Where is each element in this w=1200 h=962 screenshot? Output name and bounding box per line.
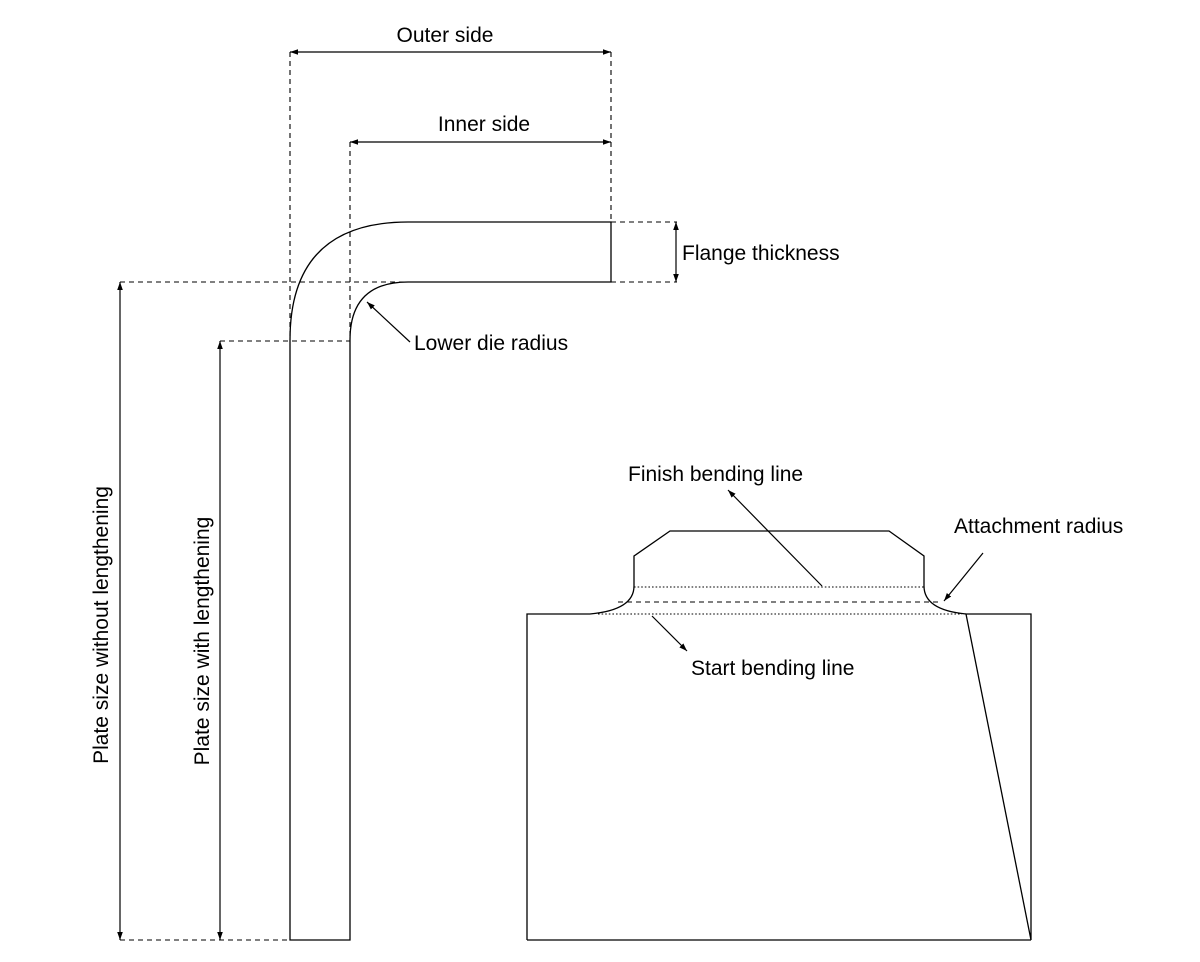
attachment-radius-label: Attachment radius bbox=[954, 515, 1123, 538]
finish-bending-line-label: Finish bending line bbox=[628, 463, 803, 486]
bending-lines bbox=[598, 586, 962, 615]
plate-without-lengthening-dimension: Plate size without lengthening bbox=[90, 282, 123, 940]
inner-side-dimension: Inner side bbox=[350, 113, 611, 145]
inner-side-label: Inner side bbox=[438, 113, 530, 136]
plate-with-lengthening-label: Plate size with lengthening bbox=[191, 517, 214, 766]
flange-thickness-dimension: Flange thickness bbox=[673, 222, 840, 282]
attachment-radius-leader: Attachment radius bbox=[943, 515, 1123, 602]
lower-die-radius-leader: Lower die radius bbox=[366, 301, 568, 355]
outer-side-dimension: Outer side bbox=[290, 24, 611, 55]
plate-with-lengthening-dimension: Plate size with lengthening bbox=[191, 341, 223, 940]
start-bending-line-label: Start bending line bbox=[691, 657, 854, 680]
finish-bending-line-leader: Finish bending line bbox=[628, 463, 823, 587]
flange-thickness-label: Flange thickness bbox=[682, 242, 840, 265]
outer-side-label: Outer side bbox=[397, 24, 494, 47]
plate-without-lengthening-label: Plate size without lengthening bbox=[90, 486, 113, 764]
die-block-detail bbox=[526, 530, 1032, 941]
start-bending-line-leader: Start bending line bbox=[651, 615, 854, 680]
lower-die-radius-label: Lower die radius bbox=[414, 332, 568, 355]
reference-lines bbox=[120, 52, 677, 941]
bent-plate-profile bbox=[289, 221, 612, 941]
